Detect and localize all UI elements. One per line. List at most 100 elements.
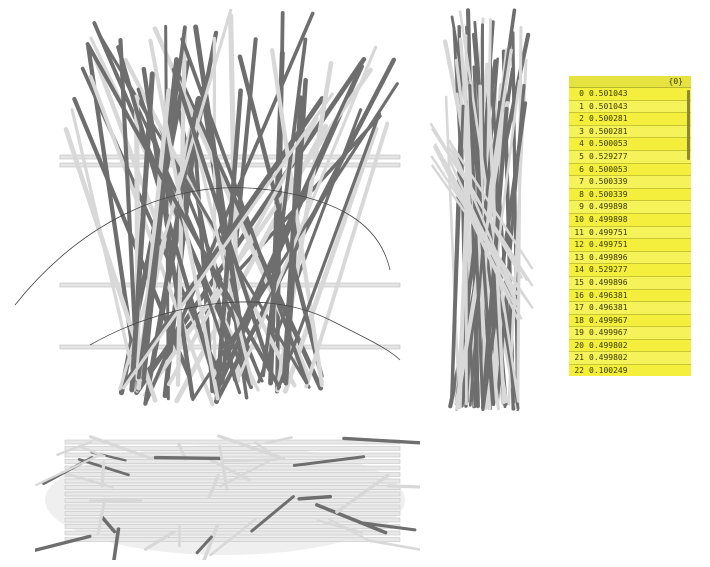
row-value: 0.499898 <box>589 214 628 224</box>
crossbar <box>64 517 401 523</box>
row-index: 17 <box>574 303 584 313</box>
row-index: 15 <box>574 277 584 287</box>
row-value: 0.500281 <box>589 114 628 124</box>
stick <box>88 498 143 503</box>
stick <box>429 122 529 282</box>
row-value: 0.501043 <box>589 89 628 98</box>
panel-row[interactable]: 6 0.500053 <box>569 164 691 177</box>
row-index: 2 <box>579 114 584 124</box>
stick <box>202 523 220 560</box>
panel-row[interactable]: 9 0.499898 <box>569 201 691 214</box>
stick <box>209 518 257 557</box>
panel-row[interactable]: 15 0.499896 <box>569 276 691 290</box>
stick <box>430 164 529 302</box>
crossbar <box>64 530 401 536</box>
stick <box>480 101 528 410</box>
stick <box>366 539 420 551</box>
stick <box>56 440 93 456</box>
row-value: 0.500339 <box>589 177 628 187</box>
stick <box>468 84 485 412</box>
row-value: 0.499751 <box>589 227 628 237</box>
stick <box>439 153 520 322</box>
stick <box>35 534 92 552</box>
stick <box>218 459 271 488</box>
stick <box>214 67 362 380</box>
panel-row[interactable]: 7 0.500339 <box>569 176 691 189</box>
stick <box>237 54 324 379</box>
stick <box>141 57 179 381</box>
stick <box>282 126 379 394</box>
stick <box>276 112 381 391</box>
panel-row[interactable]: 2 0.500281 <box>569 113 691 126</box>
side-viewport[interactable] <box>425 5 540 415</box>
row-value: 0.496381 <box>589 303 628 313</box>
panel-row[interactable]: 16 0.496381 <box>569 290 691 303</box>
stick <box>88 435 154 461</box>
stick <box>100 515 117 534</box>
side-view-drawing <box>429 8 534 412</box>
row-value: 0.500339 <box>589 189 628 199</box>
crossbar <box>64 446 401 451</box>
row-value: 0.499967 <box>589 328 628 338</box>
panel-row[interactable]: 17 0.496381 <box>569 302 691 315</box>
row-value: 0.499751 <box>589 240 628 250</box>
guide-curve <box>89 301 401 361</box>
stick <box>153 455 223 461</box>
row-index: 9 <box>579 202 584 212</box>
row-index: 6 <box>579 164 584 174</box>
row-value: 0.496381 <box>589 290 628 300</box>
row-index: 14 <box>574 265 584 275</box>
stick <box>112 527 121 560</box>
crossbar <box>64 452 401 458</box>
scrollbar-thumb[interactable] <box>687 90 690 160</box>
stick <box>166 116 319 387</box>
row-index: 16 <box>574 290 584 300</box>
row-value: 0.529277 <box>589 151 628 161</box>
stick <box>218 444 229 491</box>
top-viewport[interactable] <box>35 425 420 560</box>
row-value: 0.499896 <box>589 277 628 287</box>
row-index: 7 <box>579 177 584 187</box>
stick <box>315 503 388 535</box>
crossbar <box>64 504 401 510</box>
stick <box>121 92 334 390</box>
stick <box>60 471 114 489</box>
stick <box>335 473 390 514</box>
row-index: 3 <box>579 126 584 136</box>
stick <box>100 460 106 488</box>
front-viewport[interactable] <box>10 5 415 420</box>
row-value: 0.100249 <box>589 366 628 376</box>
row-value: 0.499967 <box>589 315 628 325</box>
row-index: 0 <box>579 89 584 98</box>
row-value: 0.500053 <box>589 164 628 174</box>
row-value: 0.499898 <box>589 202 628 212</box>
panel-row[interactable]: 0 0.501043 <box>569 88 691 101</box>
stick <box>207 473 220 499</box>
row-index: 13 <box>574 252 584 262</box>
stick <box>209 458 251 482</box>
stick <box>450 104 465 405</box>
stick <box>361 521 417 532</box>
row-index: 1 <box>579 101 584 111</box>
stick <box>297 494 333 501</box>
top-view-drawing <box>35 434 420 560</box>
stick <box>238 45 378 378</box>
panel-header: {0} <box>569 76 691 88</box>
